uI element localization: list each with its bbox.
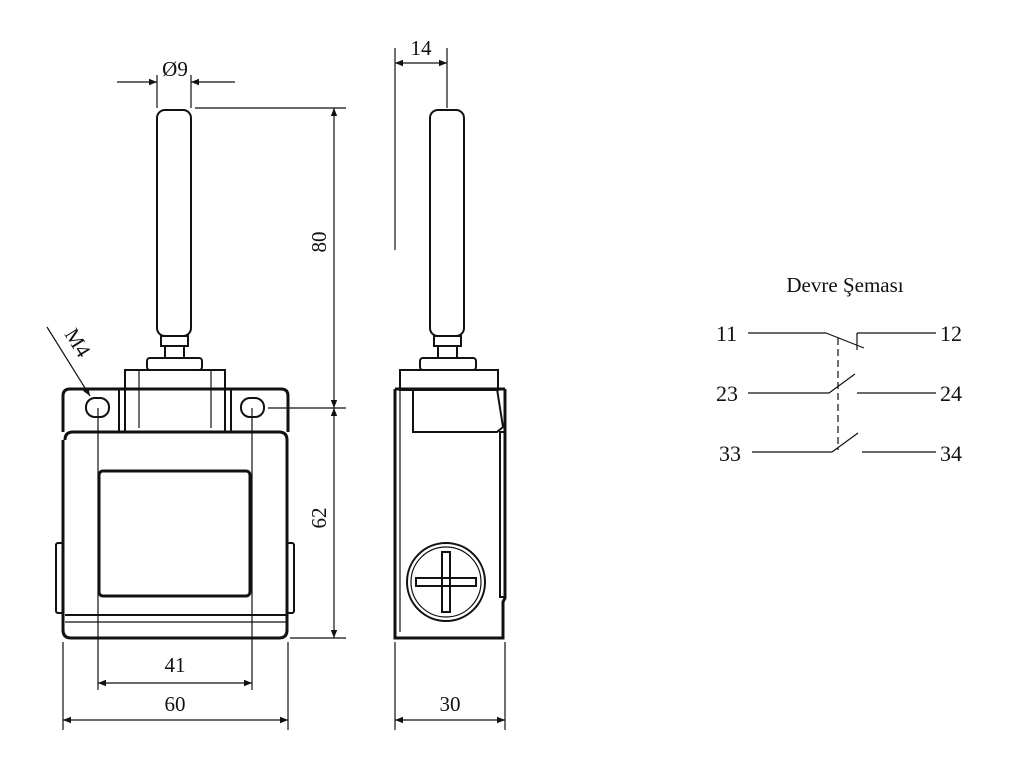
terminal-33: 33 [719,441,741,466]
front-view [55,109,295,640]
contact-no-2: 33 34 [719,432,962,466]
terminal-24: 24 [940,381,962,406]
plunger-neck [164,345,185,359]
diameter-label: Ø9 [162,57,188,81]
side-width-label: 30 [440,692,461,716]
plunger-collar [160,335,189,347]
rod-length-label: 80 [307,232,331,253]
front-dimensions: Ø9 80 62 M4 41 60 [46,57,346,730]
front-width-label: 60 [165,692,186,716]
side-offset-label: 14 [411,36,433,60]
contact-nc: 11 12 [716,321,962,350]
head-block [124,369,226,433]
terminal-23: 23 [716,381,738,406]
side-view [393,109,507,640]
contact-no-1: 23 24 [716,373,962,406]
hole-spacing-label: 41 [165,653,186,677]
body [61,430,289,640]
terminal-12: 12 [940,321,962,346]
schematic-title: Devre Şeması [786,273,903,297]
window [97,469,252,598]
side-plunger-rod [429,109,465,337]
cable-gland [406,542,486,622]
body-height-label: 62 [307,508,331,529]
side-tab-right [286,542,295,614]
cross-icon [415,551,477,613]
mounting-flange [61,387,290,432]
circuit-schematic: Devre Şeması 11 12 23 24 33 34 [716,273,962,466]
plunger-rod [156,109,192,337]
plunger-flange [146,357,203,371]
terminal-11: 11 [716,321,737,346]
side-tab-left [55,542,64,614]
terminal-34: 34 [940,441,962,466]
side-dimensions: 14 30 [394,36,506,730]
